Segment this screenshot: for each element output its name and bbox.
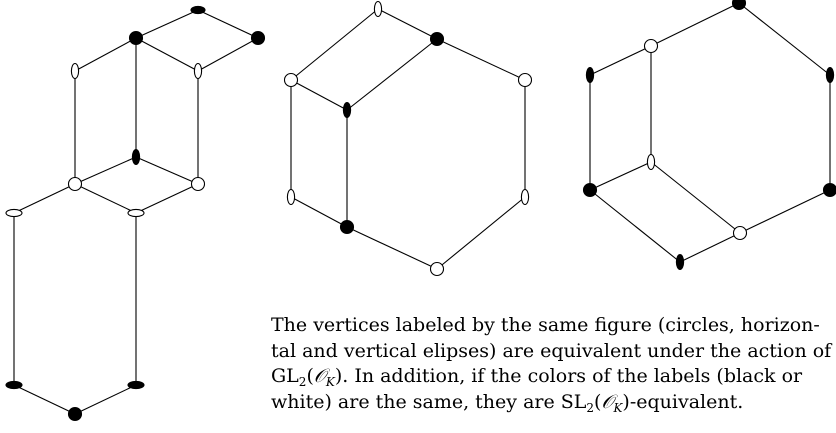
vertex-circle-black xyxy=(67,406,83,422)
vertex-horizontal-ellipse-white xyxy=(5,208,23,218)
vertex-vertical-ellipse-white xyxy=(520,188,530,206)
vertex-circle-white xyxy=(517,72,533,88)
caption-line-3-rest: . In addition, if the colors of the labe… xyxy=(342,365,803,387)
vertex-circle-white xyxy=(429,261,445,277)
group-gl-subscript: 2 xyxy=(298,375,307,389)
group-gl: GL xyxy=(271,365,299,387)
figure-caption: The vertices labeled by the same figure … xyxy=(271,313,836,415)
vertex-circle-black xyxy=(339,219,355,235)
vertex-vertical-ellipse-black xyxy=(342,101,352,119)
group-sl: SL xyxy=(560,390,587,413)
vertex-circle-black xyxy=(128,30,144,46)
vertex-circle-black xyxy=(250,30,266,46)
group-sl-subscript: 2 xyxy=(586,400,595,415)
vertex-vertical-ellipse-white xyxy=(70,62,80,80)
vertex-vertical-ellipse-black xyxy=(825,66,835,84)
caption-line-4-pre: white) are the same, they are xyxy=(271,390,561,413)
caption-line-4-rest: -equivalent. xyxy=(629,390,744,413)
caption-line-1: The vertices labeled by the same figure … xyxy=(271,314,820,336)
vertex-horizontal-ellipse-black xyxy=(190,5,206,15)
ring-symbol: 𝒪 xyxy=(313,365,326,387)
vertex-vertical-ellipse-white xyxy=(373,0,383,18)
vertex-vertical-ellipse-white xyxy=(646,153,656,171)
right-figure-vertices xyxy=(582,0,836,271)
vertex-circle-white xyxy=(732,225,748,241)
vertex-horizontal-ellipse-black xyxy=(127,380,145,390)
vertex-vertical-ellipse-white xyxy=(193,62,203,80)
ring-subscript: K xyxy=(325,375,335,389)
vertex-vertical-ellipse-black xyxy=(675,253,685,271)
vertex-circle-black xyxy=(731,0,747,11)
vertex-circle-black xyxy=(429,31,445,47)
vertex-vertical-ellipse-black xyxy=(131,148,141,166)
vertex-circle-white xyxy=(283,72,299,88)
vertex-circle-black xyxy=(582,182,598,198)
vertex-vertical-ellipse-white xyxy=(286,188,296,206)
right-figure-edges xyxy=(589,2,831,263)
vertex-horizontal-ellipse-white xyxy=(127,208,145,218)
ring-symbol: 𝒪 xyxy=(601,390,614,413)
vertex-circle-white xyxy=(190,176,206,192)
middle-figure-vertices xyxy=(283,0,533,277)
left-figure-edges xyxy=(13,9,259,415)
vertex-horizontal-ellipse-black xyxy=(5,380,23,390)
vertex-circle-black xyxy=(822,182,836,198)
vertex-circle-white xyxy=(643,38,659,54)
middle-figure-edges xyxy=(290,8,526,270)
vertex-vertical-ellipse-black xyxy=(585,66,595,84)
caption-line-2: tal and vertical elipses) are equivalent… xyxy=(271,339,832,362)
vertex-circle-white xyxy=(67,176,83,192)
caption-line-3: GL2(𝒪K). In addition, if the colors of t… xyxy=(271,365,803,389)
ring-subscript: K xyxy=(613,400,623,415)
left-figure-vertices xyxy=(5,5,266,422)
caption-line-4: white) are the same, they are SL2(𝒪K)-eq… xyxy=(271,390,744,415)
